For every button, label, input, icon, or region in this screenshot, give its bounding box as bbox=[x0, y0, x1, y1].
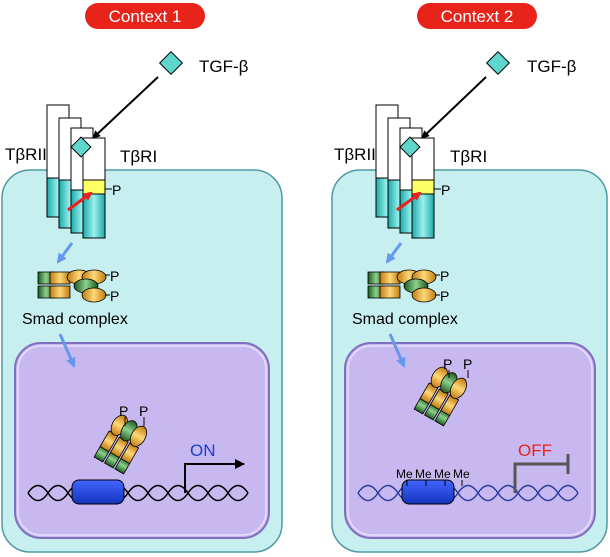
transcription-factor bbox=[71, 479, 125, 505]
smad-4-box-2 bbox=[379, 285, 401, 299]
nsmad-mh2-3 bbox=[129, 425, 147, 447]
transcription-on-arrow bbox=[184, 459, 245, 493]
nuclear-phospho-1: P bbox=[443, 356, 452, 372]
ligand-binding-arrow bbox=[421, 76, 487, 139]
methyl-marks: Me Me Me Me bbox=[396, 467, 470, 486]
tgf-beta-ligand-icon bbox=[485, 50, 511, 76]
context-label: Context 1 bbox=[109, 7, 182, 26]
smad-complex-label: Smad complex bbox=[352, 311, 458, 328]
methyl-label-1: Me bbox=[396, 467, 413, 481]
state-label: ON bbox=[190, 441, 216, 460]
smad-complex-cytoplasm: P P bbox=[367, 268, 449, 304]
receptor-i-kinase bbox=[82, 179, 106, 195]
receptor-i-teal bbox=[411, 193, 435, 239]
complex-phospho-2: P bbox=[110, 288, 119, 304]
methyl-label-4: Me bbox=[453, 467, 470, 481]
ligand-binding-arrow bbox=[92, 76, 159, 139]
smad-mh2-4 bbox=[81, 287, 107, 303]
smad-complex-cytoplasm: P P bbox=[37, 268, 119, 304]
methyl-label-2: Me bbox=[415, 467, 432, 481]
receptor-phospho-label: P bbox=[441, 182, 450, 198]
state-label: OFF bbox=[518, 441, 552, 460]
dna-strand-2 bbox=[27, 484, 249, 502]
receptor-i-teal bbox=[82, 193, 106, 239]
ligand-label: TGF-β bbox=[527, 57, 577, 76]
smad-4-box-2 bbox=[49, 285, 71, 299]
receptor-ii-label: TβRII bbox=[334, 145, 376, 164]
ligand-label: TGF-β bbox=[199, 57, 249, 76]
smad-complex-label: Smad complex bbox=[22, 311, 128, 328]
complex-phospho-1: P bbox=[440, 268, 449, 284]
activation-arrow bbox=[396, 191, 422, 212]
dna-strand-1 bbox=[357, 484, 579, 502]
transcription-factor bbox=[401, 479, 455, 505]
context-label: Context 2 bbox=[441, 7, 514, 26]
nuclear-import-arrow bbox=[58, 333, 76, 368]
smad-mh2-4 bbox=[411, 287, 437, 303]
dna-helix bbox=[27, 484, 249, 502]
nsmad-mh2-3 bbox=[449, 377, 467, 399]
smad-complex-nucleus bbox=[413, 366, 467, 427]
bound-ligand-icon bbox=[70, 136, 92, 158]
context-pill bbox=[417, 3, 537, 29]
transcription-off-block bbox=[513, 462, 568, 493]
panel-context-2: Context 2 TGF-β TβRII TβRI P bbox=[331, 3, 608, 553]
nuclear-phospho-1: P bbox=[119, 403, 128, 419]
context-pill bbox=[85, 3, 205, 29]
receptor-ii-label: TβRII bbox=[5, 145, 47, 164]
complex-phospho-1: P bbox=[110, 268, 119, 284]
flow-arrow-down bbox=[56, 242, 74, 264]
receptor-i-kinase bbox=[411, 179, 435, 195]
complex-phospho-2: P bbox=[440, 288, 449, 304]
nuclear-import-arrow bbox=[388, 333, 406, 368]
panel-context-1: Context 1 TGF-β TβRII TβRI P bbox=[1, 3, 283, 553]
dna-strand-2 bbox=[357, 484, 579, 502]
nuclear-phospho-2: P bbox=[463, 356, 472, 372]
dna-helix bbox=[357, 484, 579, 502]
nuclear-phospho-2: P bbox=[139, 403, 148, 419]
nucleus-inner-border bbox=[17, 345, 267, 536]
flow-arrow-down bbox=[385, 242, 403, 264]
methyl-label-3: Me bbox=[434, 467, 451, 481]
dna-strand-1 bbox=[27, 484, 249, 502]
receptor-i-label: TβRI bbox=[450, 147, 487, 166]
bound-ligand-icon bbox=[399, 136, 421, 158]
tgf-beta-ligand-icon bbox=[158, 50, 184, 76]
activation-arrow bbox=[67, 191, 93, 212]
nucleus-inner-border bbox=[347, 345, 593, 536]
nucleus bbox=[344, 342, 596, 539]
receptor-phospho-label: P bbox=[112, 182, 121, 198]
receptor-i-label: TβRI bbox=[120, 147, 157, 166]
